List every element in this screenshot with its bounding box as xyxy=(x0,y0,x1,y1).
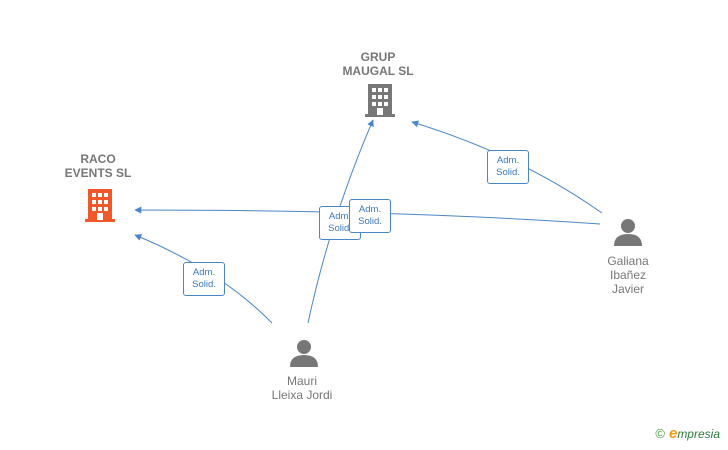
brand-credit: ©empresia xyxy=(655,425,720,442)
person-icon xyxy=(614,219,642,246)
brand-logo-text: mpresia xyxy=(677,427,720,441)
company-label-grup-maugal[interactable]: GRUP MAUGAL SL xyxy=(342,50,414,78)
person-icon xyxy=(290,340,318,367)
relation-label-galiana-grup-maugal[interactable]: Adm. Solid. xyxy=(487,150,529,184)
company-label-raco-events[interactable]: RACO EVENTS SL xyxy=(64,152,132,180)
relation-label-galiana-raco-events[interactable]: Adm. Solid. xyxy=(349,199,391,233)
brand-logo-letter: e xyxy=(668,425,678,442)
building-icon xyxy=(85,189,115,222)
copyright-icon: © xyxy=(655,426,665,441)
building-icon xyxy=(365,84,395,117)
person-label-galiana[interactable]: Galiana Ibañez Javier xyxy=(607,254,649,296)
person-label-mauri[interactable]: Mauri Lleixa Jordi xyxy=(271,374,333,402)
relation-label-mauri-raco-events[interactable]: Adm. Solid. xyxy=(183,262,225,296)
